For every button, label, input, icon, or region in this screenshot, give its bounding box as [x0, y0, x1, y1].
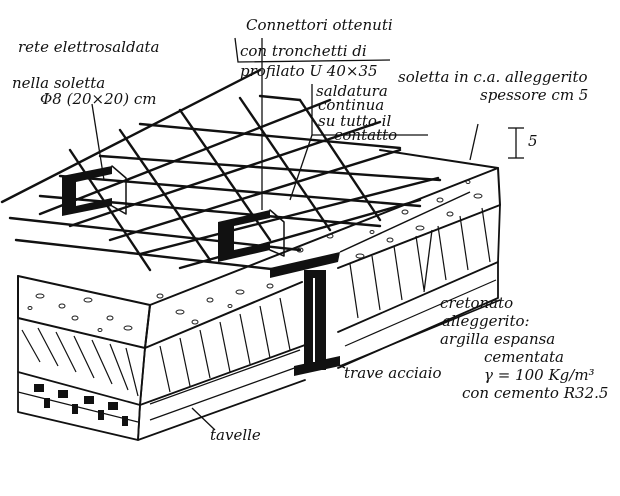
slab-label-1: soletta in c.a. alleggerito	[398, 68, 588, 86]
weld-label-2: continua	[318, 96, 384, 114]
slab-dimension: 5	[528, 132, 538, 150]
fill-label-6: con cemento R32.5	[462, 384, 608, 402]
mesh-label-3: Φ8 (20×20) cm	[40, 90, 156, 108]
connector-label-1: Connettori ottenuti	[246, 16, 393, 34]
fill-label-2: alleggerito:	[442, 312, 530, 330]
fill-label-1: cretonato	[440, 294, 513, 312]
connector-right	[218, 209, 285, 262]
mesh-label-2: nella soletta	[12, 74, 105, 92]
labels: rete elettrosaldata nella soletta Φ8 (20…	[12, 16, 608, 444]
mesh-label-1: rete elettrosaldata	[18, 38, 159, 56]
steel-beam	[270, 191, 501, 376]
reinforcing-mesh	[0, 68, 442, 272]
weld-label-1: saldatura	[316, 82, 388, 100]
slab-aggregate	[27, 180, 483, 332]
beam-label: trave acciaio	[344, 364, 442, 382]
tiles-label: tavelle	[210, 426, 261, 444]
connector-left	[62, 165, 127, 216]
weld-label-4: contatto	[334, 126, 397, 144]
slab-label-2: spessore cm 5	[480, 86, 588, 104]
leader-lines	[91, 37, 524, 431]
fill-label-3: argilla espansa	[440, 330, 555, 348]
connector-label-3: profilato U 40×35	[240, 62, 378, 80]
fill-label-4: cementata	[484, 348, 564, 366]
tavelle-layer	[17, 261, 499, 441]
weld-label-3: su tutto il	[318, 112, 391, 130]
connector-label-2: con tronchetti di	[240, 42, 367, 60]
fill-label-5: γ = 100 Kg/m³	[484, 366, 595, 384]
